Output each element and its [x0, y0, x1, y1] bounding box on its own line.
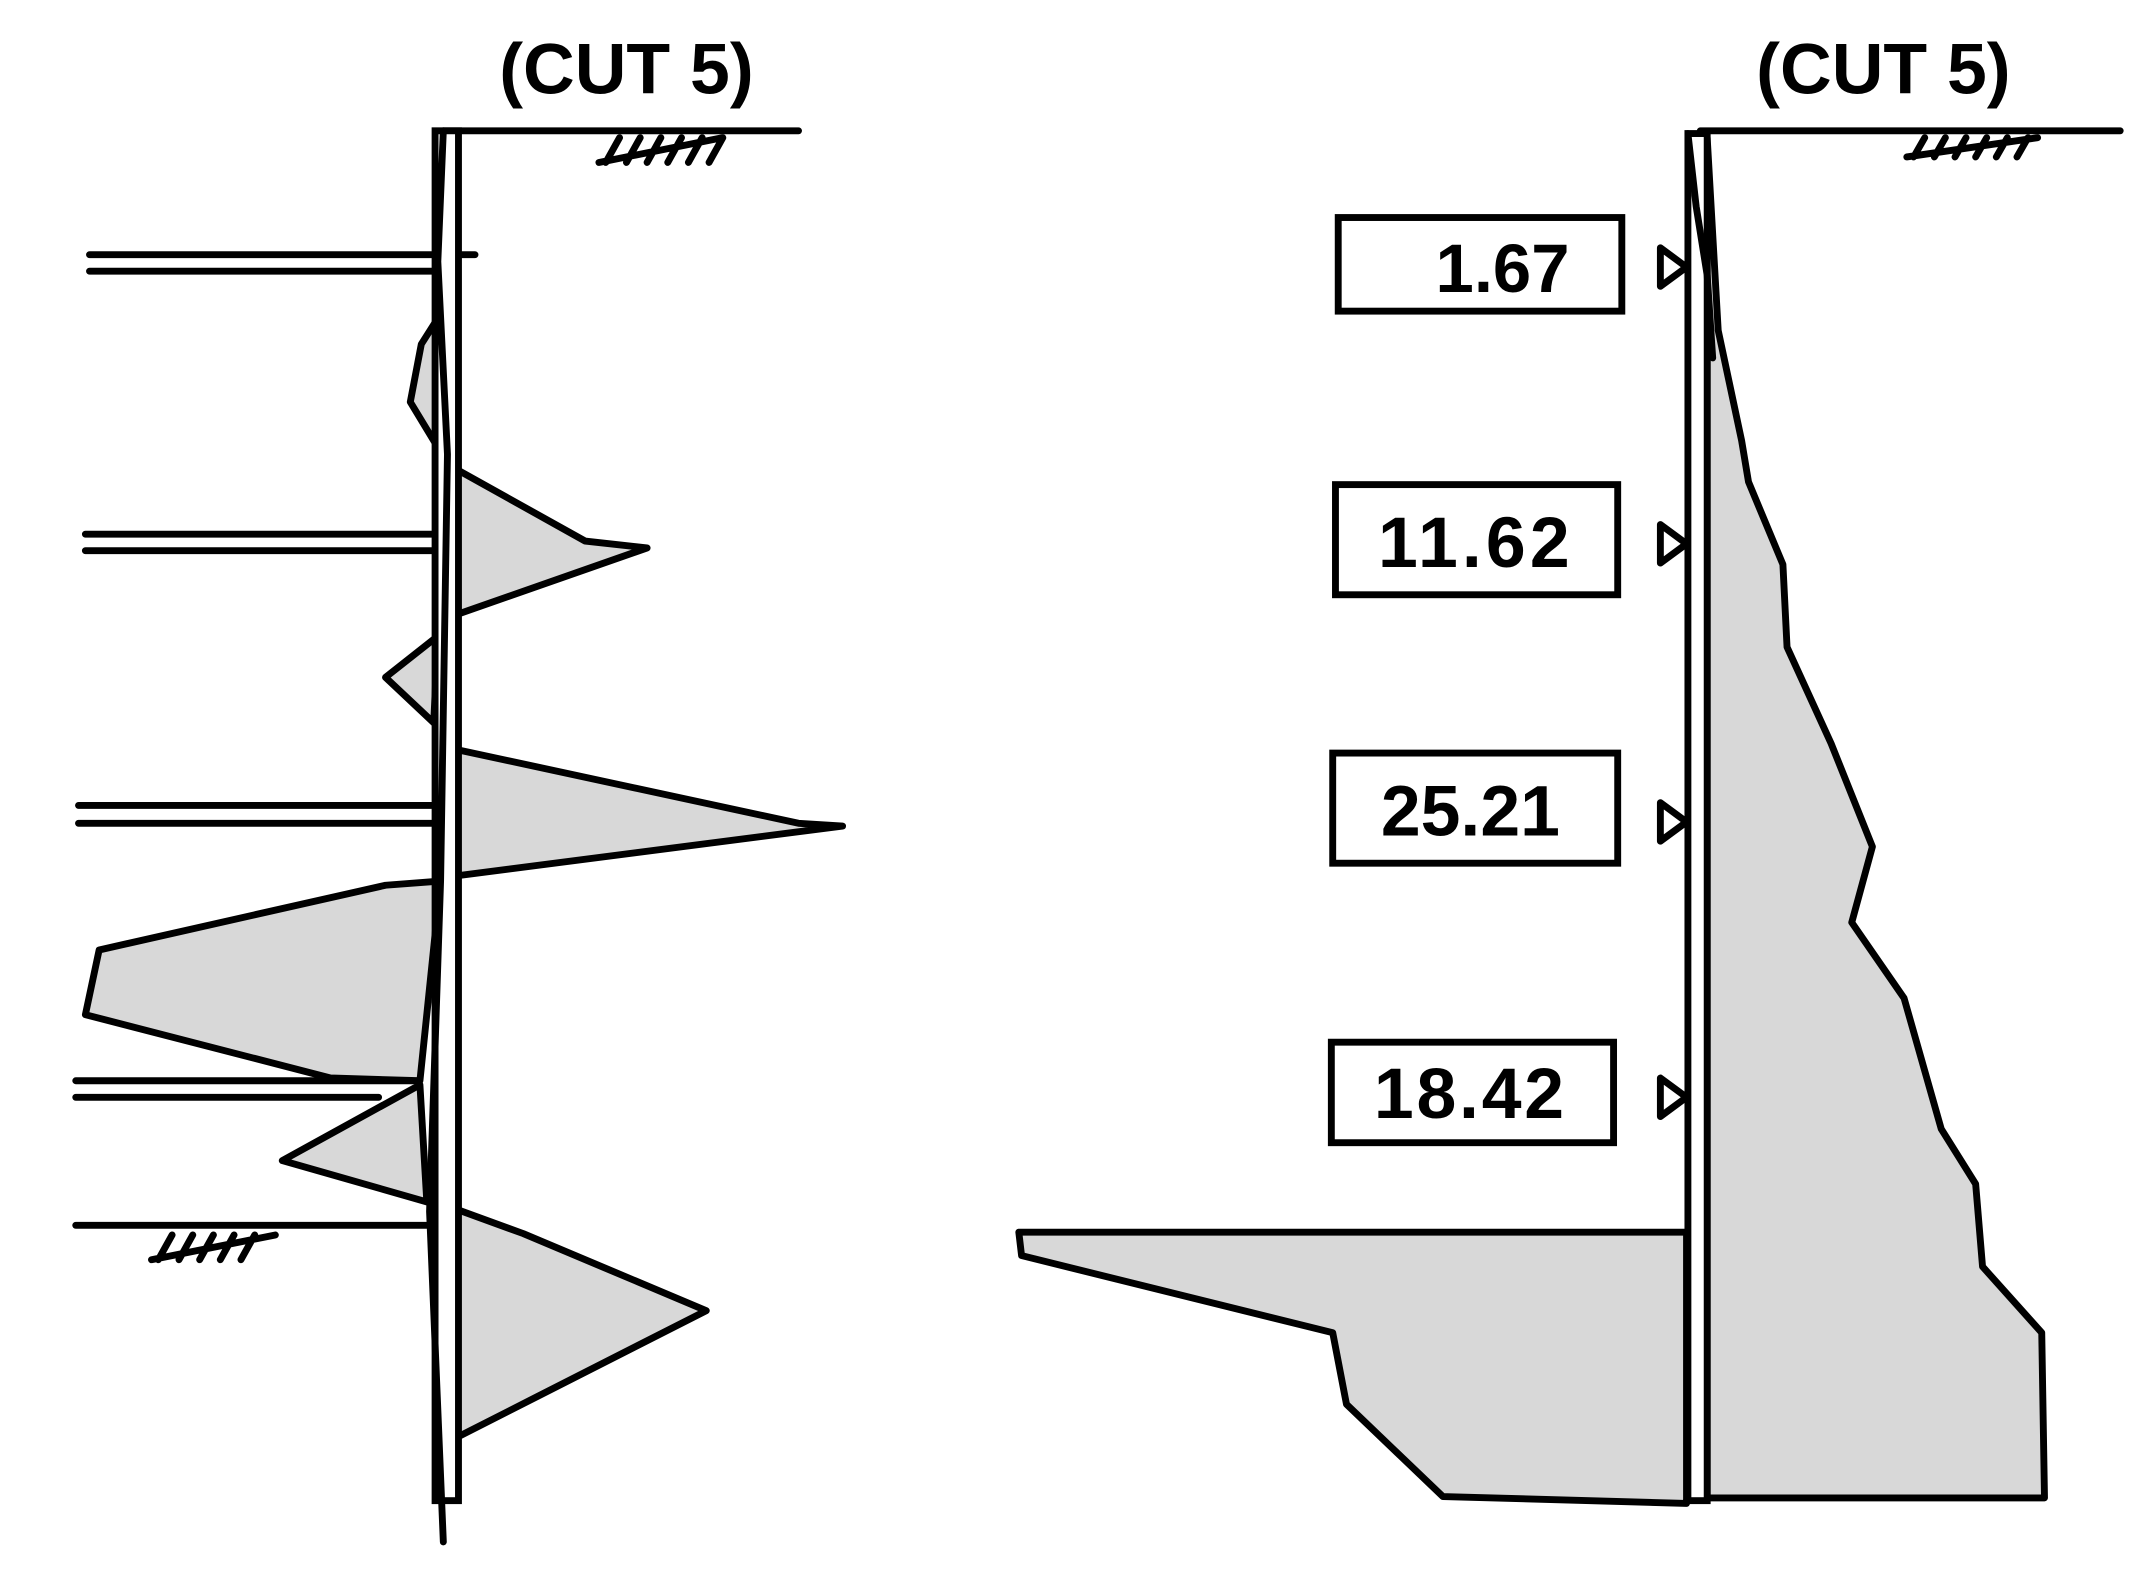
strut-load-labels: 1.67 11.62 25.21 18.42: [1327, 214, 1690, 1147]
strut-load-4: 18.42: [1327, 1038, 1690, 1147]
moment-segment-7: [444, 1202, 710, 1443]
strut-4: [72, 1077, 417, 1101]
strut-2: [81, 530, 438, 555]
moment-segment-4: [444, 744, 847, 881]
strut-load-3: 25.21: [1329, 749, 1690, 867]
struts: [72, 251, 479, 1101]
strut-load-value: 18.42: [1374, 1054, 1567, 1134]
deflection-line-right: [1684, 130, 1717, 362]
moment-segment-2: [450, 464, 651, 619]
strut-load-value: 11.62: [1378, 503, 1574, 583]
moment-segment-6: [278, 1081, 431, 1206]
passive-pressure-polygon: [1015, 1228, 1690, 1507]
moment-segment-5: [81, 877, 445, 1085]
active-pressure-polygon: [1703, 134, 2048, 1502]
ground-hatch-bottom: [148, 1231, 279, 1264]
strut-load-value: 25.21: [1381, 772, 1560, 852]
triangle-marker-icon: [1656, 1074, 1690, 1120]
sheet-pile-wall-left: [426, 127, 462, 1546]
left-title: (CUT 5): [499, 30, 753, 110]
ground-hatch-top: [595, 134, 727, 166]
ground-hatch-top-right: [1903, 134, 2042, 161]
sheet-pile-wall-right: [1684, 130, 1717, 1505]
strut-load-1: 1.67: [1334, 214, 1690, 315]
right-pressure-diagram: (CUT 5) 1.67 11.62 25.21: [1015, 30, 2124, 1507]
right-title: (CUT 5): [1756, 30, 2010, 110]
triangle-marker-icon: [1656, 799, 1690, 845]
left-moment-diagram: (CUT 5): [72, 30, 847, 1546]
triangle-marker-icon: [1656, 244, 1690, 290]
strut-3: [75, 801, 438, 827]
triangle-marker-icon: [1656, 521, 1690, 567]
moment-segment-3: [382, 632, 442, 727]
strut-load-value: 1.67: [1436, 230, 1570, 307]
strut-load-2: 11.62: [1332, 481, 1690, 599]
moment-polygons: [81, 310, 847, 1443]
strut-1: [86, 251, 479, 275]
deflection-line: [426, 127, 451, 1546]
